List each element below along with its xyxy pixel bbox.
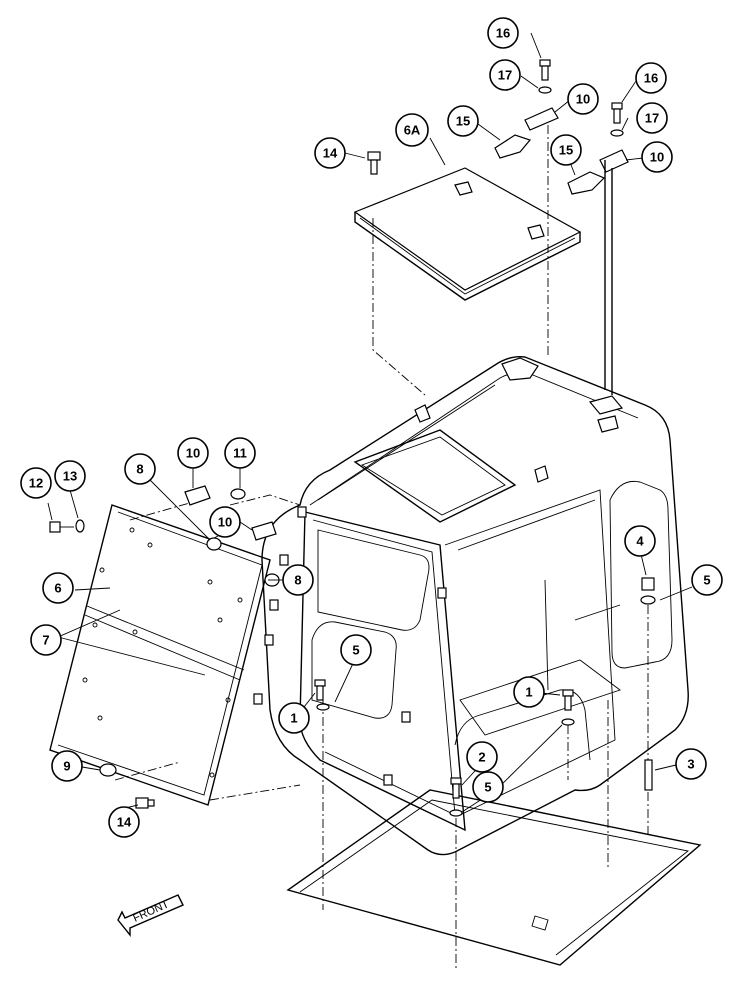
callout-16-left: 16	[487, 17, 519, 49]
callout-number: 17	[645, 111, 659, 126]
callout-number: 16	[496, 26, 510, 41]
bolt-16-right	[611, 102, 623, 124]
assembly-guide-lines	[114, 125, 649, 970]
leader-lines	[47, 32, 693, 813]
callout-15-right: 15	[550, 134, 582, 166]
callout-number: 15	[456, 114, 470, 129]
callout-number: 10	[650, 150, 664, 165]
callout-6a: 6A	[395, 113, 429, 147]
callout-16-right: 16	[635, 62, 667, 94]
callout-4: 4	[624, 525, 656, 557]
callout-number: 6	[54, 581, 61, 596]
bolt-16-left	[539, 59, 551, 81]
roof-mount-brackets	[414, 357, 624, 483]
callout-number: 12	[29, 476, 43, 491]
callout-number: 7	[42, 633, 49, 648]
callout-number: 15	[559, 143, 573, 158]
callout-11: 11	[224, 437, 256, 469]
floor-plate	[286, 789, 702, 966]
callout-10-right: 10	[641, 141, 673, 173]
callout-number: 2	[478, 750, 485, 765]
callout-number: 3	[687, 757, 694, 772]
callout-number: 9	[63, 759, 70, 774]
callout-number: 11	[233, 446, 247, 461]
callout-14-lower: 14	[108, 806, 140, 838]
callout-number: 10	[186, 446, 200, 461]
callout-number: 10	[218, 515, 232, 530]
callout-17-left: 17	[489, 59, 521, 91]
callout-number: 4	[636, 534, 644, 549]
callout-number: 5	[703, 573, 710, 588]
callout-17-right: 17	[636, 102, 668, 134]
callout-6: 6	[42, 572, 74, 604]
callout-number: 1	[290, 711, 297, 726]
callout-10-top: 10	[567, 83, 599, 115]
callout-5-left: 5	[340, 634, 372, 666]
side-window-panel	[49, 504, 271, 806]
callout-2: 2	[466, 741, 498, 773]
callout-number: 13	[63, 469, 77, 484]
cab-body	[253, 355, 689, 856]
callout-number: 16	[644, 71, 658, 86]
callout-8-lower: 8	[282, 564, 314, 596]
callout-number: 14	[323, 146, 338, 161]
callout-1-left: 1	[278, 702, 310, 734]
callout-number: 8	[294, 573, 301, 588]
callout-12: 12	[20, 467, 52, 499]
callout-number: 1	[525, 685, 532, 700]
callout-5-right: 5	[691, 564, 723, 596]
roof-hatch-panel	[353, 167, 582, 301]
callout-15-left: 15	[447, 105, 479, 137]
callout-number: 5	[352, 643, 359, 658]
callout-13: 13	[54, 460, 86, 492]
callout-1-right: 1	[513, 676, 545, 708]
callout-14-top: 14	[314, 137, 346, 169]
callout-number: 8	[136, 462, 143, 477]
callout-10-hinge-b: 10	[209, 506, 241, 538]
callout-7: 7	[30, 624, 62, 656]
callout-number: 17	[498, 68, 512, 83]
callout-9: 9	[51, 750, 83, 782]
door-hinge-tabs	[253, 506, 447, 786]
callout-3: 3	[675, 748, 707, 780]
callout-number: 5	[484, 780, 491, 795]
callout-8-upper: 8	[124, 453, 156, 485]
hardware-parts	[49, 59, 656, 817]
callout-number: 10	[576, 92, 590, 107]
front-direction-arrow: FRONT	[117, 894, 184, 937]
callout-number: 14	[117, 815, 132, 830]
front-label: FRONT	[131, 898, 171, 924]
callout-5-center: 5	[472, 771, 504, 803]
callout-10-hinge-a: 10	[177, 437, 209, 469]
callout-number: 6A	[404, 123, 421, 138]
